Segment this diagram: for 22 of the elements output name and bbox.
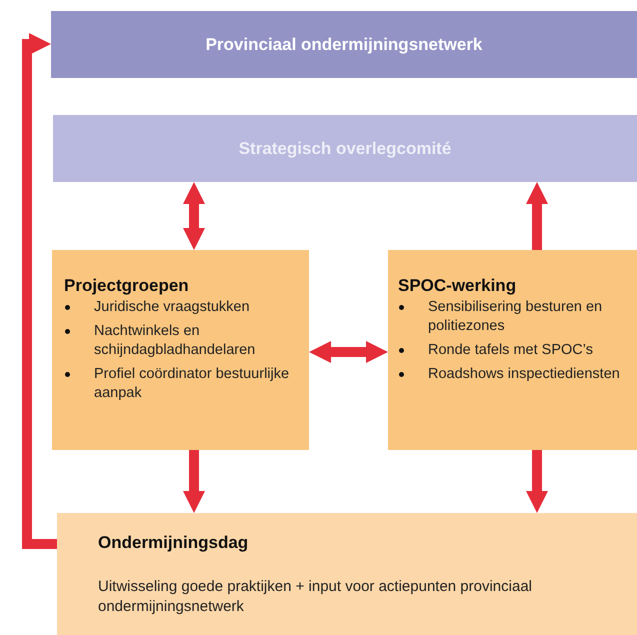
box-heading: SPOC-werking — [398, 276, 518, 296]
bullet-text: Ronde tafels met SPOC’s — [428, 342, 593, 358]
arrow — [183, 182, 205, 250]
box-heading: Projectgroepen — [64, 276, 190, 296]
arrow — [22, 33, 57, 549]
arrow — [309, 341, 388, 363]
bullet-text: Profiel coördinator bestuurlijke aanpak — [94, 366, 290, 401]
bullet-text: Juridische vraagstukken — [94, 299, 250, 315]
box-heading: Ondermijningsdag — [98, 533, 250, 553]
bullet-text: Sensibilisering besturen en politiezones — [428, 299, 602, 334]
bullet-text: Roadshows inspectiediensten — [428, 366, 620, 382]
arrow — [183, 450, 205, 513]
arrow — [526, 450, 548, 513]
bullet-text: Nachtwinkels en schijndagbladhandelaren — [94, 323, 256, 358]
header-band — [53, 115, 637, 182]
process-box — [52, 250, 309, 450]
description-text: Uitwisseling goede praktijken + input voor actiepunten provinciaal ondermijningsnetwerk — [98, 577, 534, 617]
process-box — [57, 513, 637, 635]
box-title: Provinciaal ondermijningsnetwerk — [206, 34, 482, 54]
header-band — [51, 11, 637, 78]
process-box — [388, 250, 637, 450]
arrow — [526, 182, 548, 250]
